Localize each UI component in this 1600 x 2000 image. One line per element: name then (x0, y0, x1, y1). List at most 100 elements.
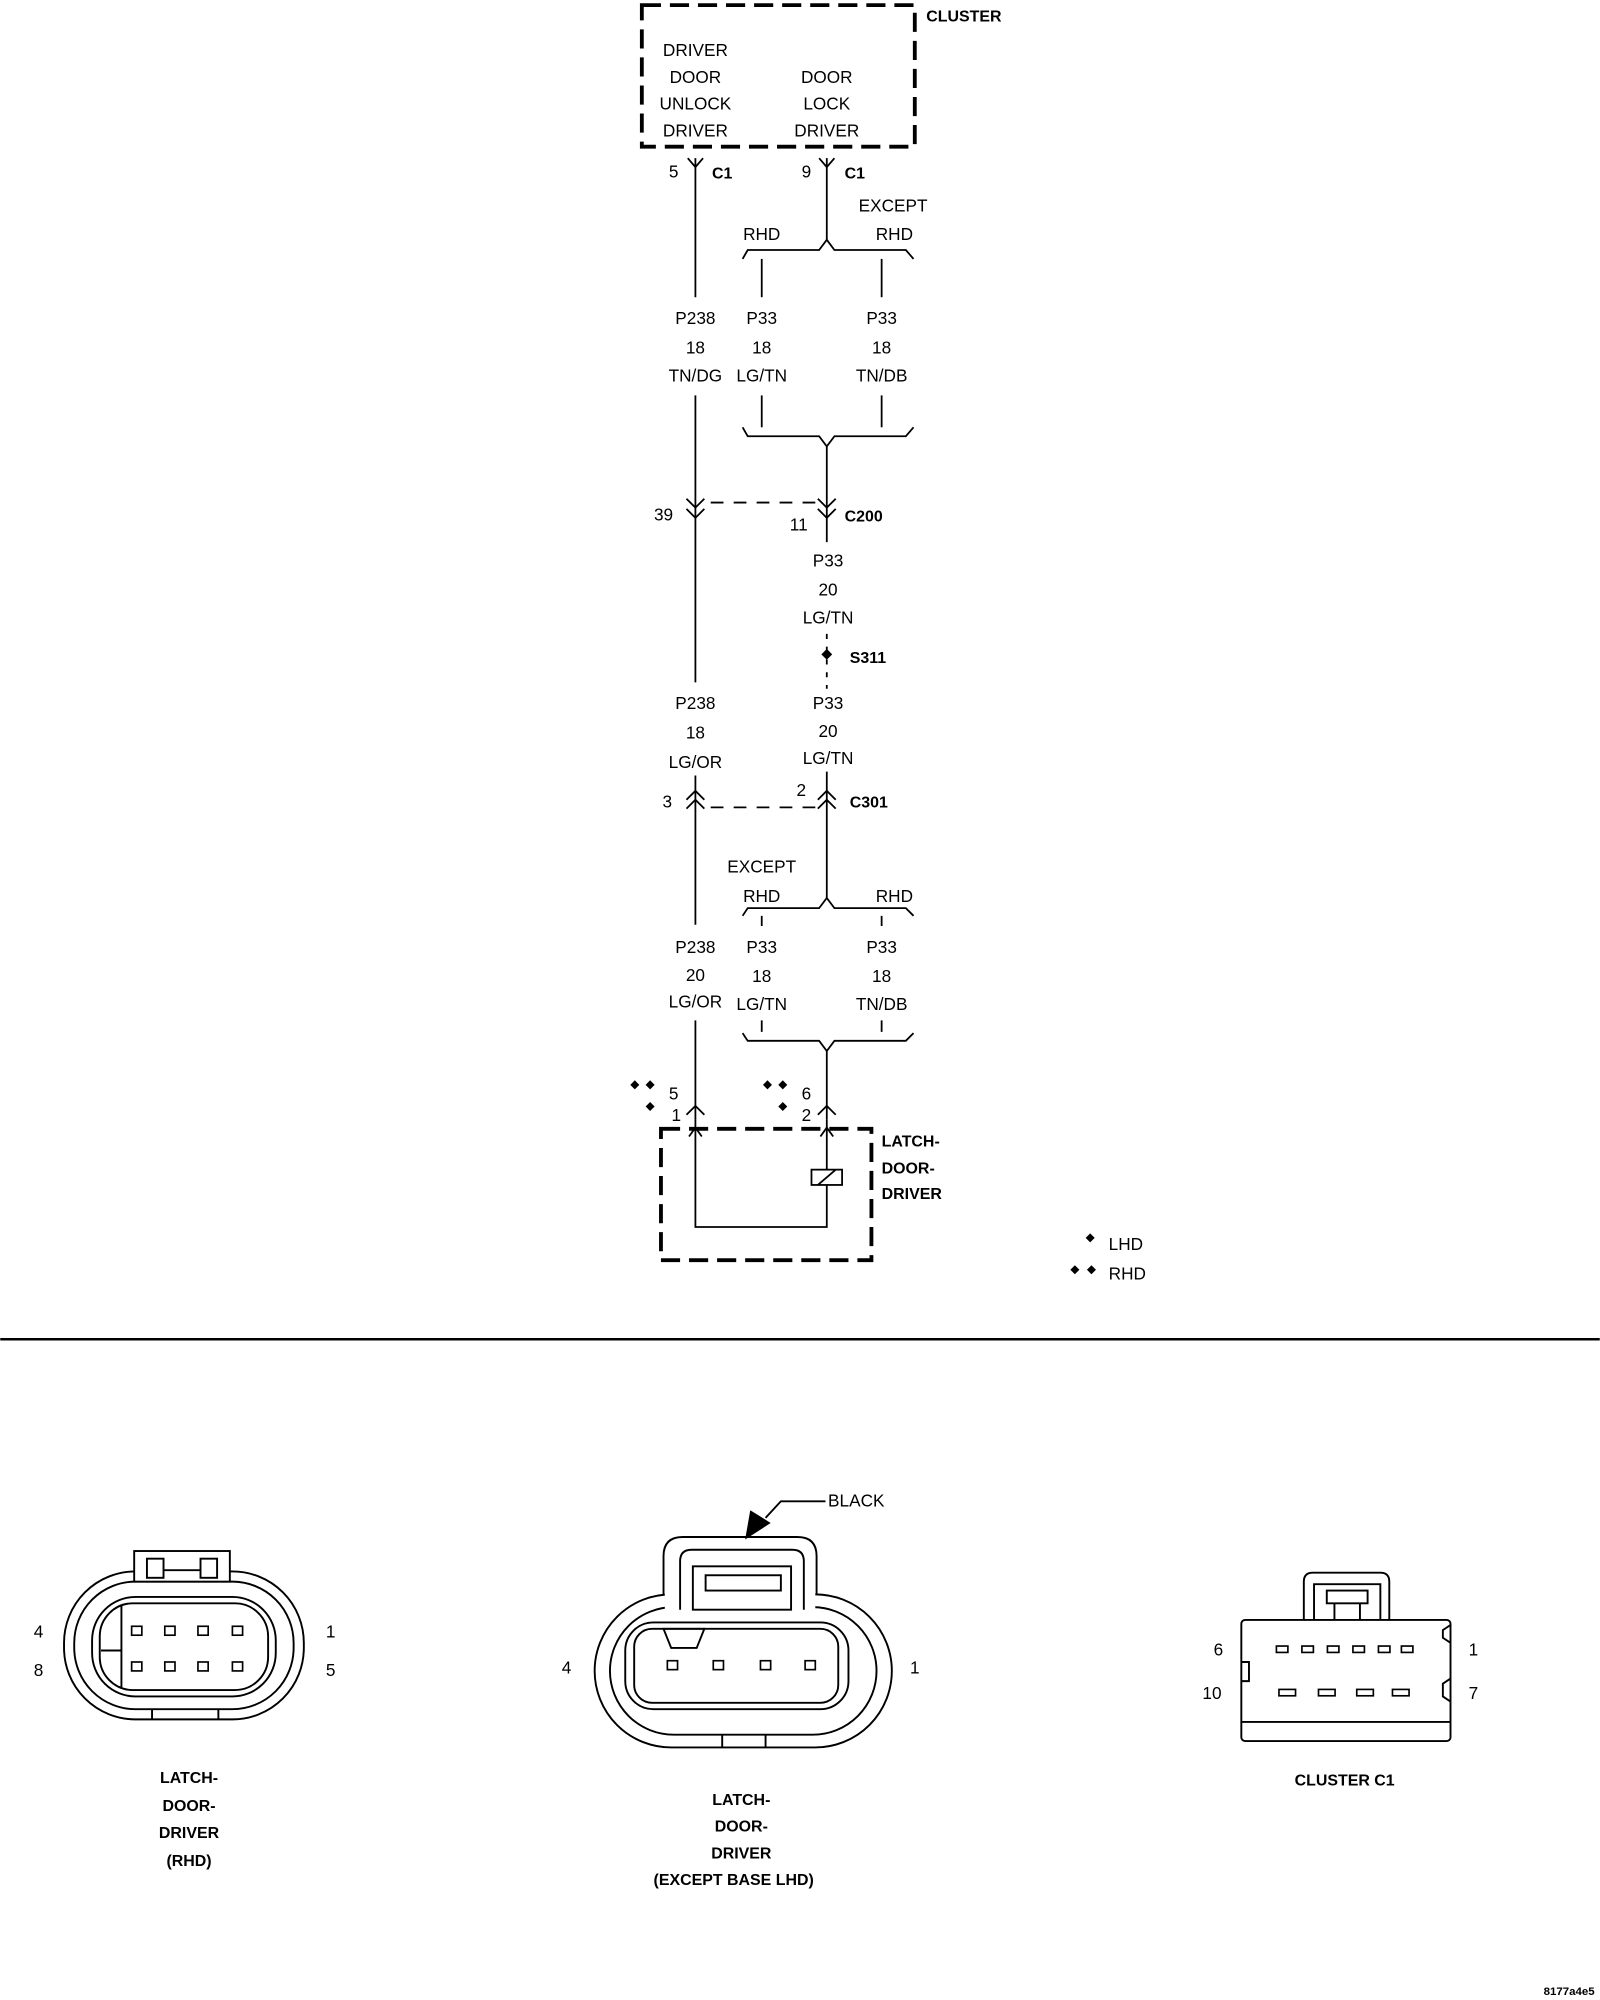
upper-split-left-condition: RHD (743, 224, 780, 244)
mid-wiring: P238 18 LG/OR P33 20 LG/TN (669, 693, 854, 925)
legend-rhd-label: RHD (1109, 1263, 1146, 1283)
cluster-module: CLUSTER DRIVER DOOR UNLOCK DRIVER DOOR L… (639, 3, 1002, 149)
connector-c200: 39 11 C200 (654, 498, 883, 535)
cluster-c1-pin-5 (1301, 1645, 1315, 1654)
door-latch-module: 5 1 6 2 LATCH- DOOR- DRIVER (630, 1080, 943, 1263)
latch-lock-terminal (817, 1104, 837, 1116)
latch-lhd-pin-3 (712, 1659, 725, 1671)
connector-view-latch-except-base-lhd: BLACK 4 1 LATCH- DOOR- DRIVER (EXCEPT BA… (562, 1490, 920, 1889)
mid-lock-circuit: P33 (813, 693, 844, 713)
latch-lhd-cavity-inner (633, 1627, 840, 1704)
cluster-unlock-label-2: DOOR (670, 67, 722, 87)
cluster-c1-pin-6 (1275, 1645, 1289, 1654)
latch-rhd-caption-2: DOOR- (162, 1798, 215, 1815)
cluster-c1-pin-label-10: 10 (1202, 1683, 1221, 1703)
lower-unlock-circuit: P238 (675, 937, 715, 957)
cluster-c1-pin-10 (1278, 1688, 1297, 1697)
latch-rhd-caption-3: DRIVER (159, 1825, 220, 1842)
lower-lock-except-rhd-color: LG/TN (736, 994, 787, 1014)
lower-lock-wire-ticks-top (760, 915, 883, 927)
cluster-c1-right-notches (1441, 1624, 1452, 1703)
cluster-c1-pin-8 (1355, 1688, 1375, 1697)
cluster-c1-left-notch (1241, 1661, 1250, 1683)
latch-rhd-caption-1: LATCH- (160, 1770, 218, 1787)
c200-lock-terminal (817, 498, 837, 520)
unlock-pin-number: 5 (669, 161, 679, 181)
lower-lock-except-rhd-gauge: 18 (752, 966, 771, 986)
latch-rhd-pin-4 (130, 1625, 143, 1637)
lock-except-rhd-wire-color: TN/DB (856, 365, 908, 385)
latch-rhd-caption-4: (RHD) (166, 1853, 211, 1870)
mid-unlock-color: LG/OR (669, 752, 723, 772)
unlock-wire-circuit: P238 (675, 308, 715, 328)
latch-unlock-pin-lhd: 1 (671, 1105, 681, 1125)
mid-lock-color: LG/TN (803, 748, 854, 768)
c301-name: C301 (850, 794, 888, 811)
cluster-c1-pin-1 (1400, 1645, 1414, 1654)
upper-wiring: RHD EXCEPT RHD P238 18 TN/DG P33 18 LG/T… (669, 158, 928, 683)
cluster-unlock-label-1: DRIVER (663, 40, 728, 60)
latch-rhd-pin-7 (163, 1661, 176, 1672)
cluster-c1-pin-label-6: 6 (1214, 1640, 1224, 1660)
mid-unlock-gauge: 18 (686, 723, 705, 743)
latch-name-1: LATCH- (882, 1134, 940, 1151)
lock-rhd-wire-circuit: P33 (746, 308, 777, 328)
mid-unlock-circuit: P238 (675, 693, 715, 713)
lower-wiring: EXCEPT RHD RHD P238 20 LG/OR P33 18 LG/T… (669, 856, 915, 1120)
lower-lock-wire-ticks-bottom (760, 1020, 883, 1032)
latch-rhd-pin-1 (231, 1625, 244, 1637)
lock-wire-c200-s311: P33 20 LG/TN S311 (803, 550, 886, 689)
lower-split-brace (741, 896, 915, 917)
lock-wire-c200-color: LG/TN (803, 608, 854, 628)
c301-lock-pin: 2 (796, 780, 806, 800)
upper-split-right-condition-1: EXCEPT (859, 196, 928, 216)
latch-lhd-key (662, 1627, 706, 1649)
lower-lock-rhd-color: TN/DB (856, 994, 908, 1014)
lower-split-right-condition: RHD (876, 886, 913, 906)
latch-unlock-terminal (685, 1104, 705, 1116)
lock-rhd-wire-gauge: 18 (752, 337, 771, 357)
lock-wire-c200-gauge: 20 (818, 580, 837, 600)
latch-name-3: DRIVER (882, 1186, 943, 1203)
latch-rhd-pin-label-1: 1 (326, 1622, 336, 1642)
latch-lhd-lock-latch-window (704, 1574, 782, 1592)
c200-lock-pin: 11 (790, 515, 808, 535)
latch-lhd-pin-label-4: 4 (562, 1657, 572, 1677)
c301-lock-terminal (817, 789, 837, 810)
latch-lhd-tower (662, 1536, 818, 1595)
cluster-c1-lock-tab (1302, 1571, 1391, 1620)
lock-wire-c200-circuit: P33 (813, 550, 844, 570)
latch-lhd-bottom-rib (721, 1734, 767, 1748)
latch-lhd-pin-1 (804, 1659, 817, 1671)
cluster-lock-label-1: DOOR (801, 67, 853, 87)
latch-rhd-pin-3 (163, 1625, 176, 1637)
cluster-name: CLUSTER (926, 9, 1002, 26)
lower-lock-except-rhd-circuit: P33 (746, 937, 777, 957)
latch-lhd-pin-4 (666, 1659, 679, 1671)
latch-rhd-bottom-ribs (151, 1709, 220, 1720)
cluster-c1-pin-9 (1317, 1688, 1336, 1697)
latch-lhd-caption-4: (EXCEPT BASE LHD) (654, 1872, 814, 1889)
upper-split-brace (741, 238, 915, 260)
latch-rhd-pin-label-8: 8 (34, 1660, 44, 1680)
latch-lhd-caption-1: LATCH- (712, 1792, 770, 1809)
latch-rhd-pin-5 (231, 1661, 244, 1672)
latch-lhd-lock-latch (691, 1565, 793, 1611)
lock-except-rhd-wire-gauge: 18 (872, 337, 891, 357)
unlock-wire-gauge: 18 (686, 337, 705, 357)
lock-except-rhd-wire-circuit: P33 (866, 308, 897, 328)
cluster-lock-label-2: LOCK (803, 94, 850, 114)
unlock-connector-name: C1 (712, 166, 733, 183)
c301-unlock-pin: 3 (663, 791, 673, 811)
latch-rhd-pin-label-4: 4 (34, 1622, 44, 1642)
cluster-lock-label-3: DRIVER (794, 120, 859, 140)
lower-split-left-condition-2: RHD (743, 886, 780, 906)
latch-rhd-pin-6 (197, 1661, 209, 1672)
connector-c301: 3 2 C301 (663, 780, 888, 811)
latch-rhd-cavity (98, 1602, 270, 1692)
latch-rhd-lock-tab (133, 1550, 231, 1583)
c200-unlock-pin: 39 (654, 504, 673, 524)
c301-unlock-terminal (685, 789, 705, 810)
cluster-c1-caption: CLUSTER C1 (1295, 1773, 1395, 1790)
